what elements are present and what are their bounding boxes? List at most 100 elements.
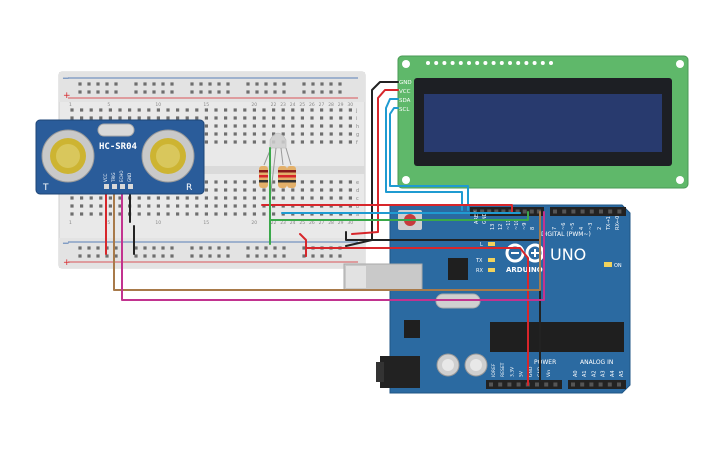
sensor-model: HC-SR04 [99, 142, 138, 152]
digital-pin-label: ~6 [561, 223, 567, 230]
sensor-pin-label: TRIG [111, 172, 116, 183]
digital-pin-label: ~10 [514, 219, 520, 230]
lcd-pin-label: SDA [399, 98, 411, 104]
digital-pin-label: 12 [498, 224, 504, 230]
rail-minus-top: − [62, 74, 70, 84]
digital-pin-label: ~11 [506, 219, 512, 230]
led-tx-label: TX [475, 258, 483, 264]
digital-pin-label: ~5 [570, 223, 576, 230]
wire-green-row [269, 211, 529, 221]
power-pin-label: IOREF [491, 363, 497, 377]
lcd-pin-label: VCC [399, 89, 411, 95]
row-letter: h [356, 124, 359, 130]
resistor-1 [259, 166, 268, 188]
col-number: 24 [290, 220, 296, 226]
wires [105, 81, 545, 386]
wire-lcd-scl [389, 107, 469, 211]
led-on-label: ON [614, 263, 622, 269]
resistor-3 [287, 166, 296, 188]
wire-magenta-echo [121, 197, 545, 301]
wire-black-ground [345, 231, 541, 383]
col-number: 27 [319, 220, 325, 226]
sensor-pin-label: GND [127, 173, 132, 182]
analog-label: ANALOG IN [580, 359, 613, 366]
digital-pin-label: 8 [530, 227, 536, 230]
wire-lcd-gnd [345, 81, 399, 247]
digital-pin-label: 4 [579, 227, 585, 230]
lcd-pin-label: GND [399, 80, 412, 86]
power-pin-label: RESET [500, 362, 506, 377]
sensor-pin-label: VCC [103, 173, 108, 182]
wire-red-row [261, 204, 513, 213]
wire-lcd-sda [385, 98, 463, 211]
digital-pin-label: TX→1 [606, 216, 612, 231]
col-number: 27 [319, 102, 325, 108]
col-number: 20 [251, 102, 257, 108]
row-letter: e [356, 180, 359, 186]
sensor-pin-label: ECHO [119, 171, 124, 182]
col-number: 23 [280, 102, 286, 108]
col-number: 20 [251, 220, 257, 226]
wire-brown-trig [113, 197, 541, 291]
led-rx-label: RX [476, 268, 483, 274]
row-letter: c [356, 196, 359, 202]
col-number: 25 [299, 102, 305, 108]
row-letter: b [356, 204, 359, 210]
col-number: 1 [69, 220, 72, 226]
col-number: 10 [155, 220, 161, 226]
col-number: 5 [107, 220, 110, 226]
digital-pin-label: 7 [552, 227, 558, 230]
analog-pin-label: A0 [573, 370, 579, 377]
col-number: 10 [155, 102, 161, 108]
power-pin-label: 3.3V [509, 366, 515, 377]
digital-pin-label: 13 [490, 224, 496, 230]
col-number: 5 [107, 102, 110, 108]
row-letter: g [356, 132, 359, 138]
col-number: 30 [347, 102, 353, 108]
power-pin-label: GND [528, 366, 534, 377]
power-label: POWER [534, 359, 556, 366]
rail-minus-bottom: − [62, 239, 70, 249]
col-number: 22 [271, 102, 277, 108]
resistor-2 [278, 166, 287, 188]
col-number: 29 [338, 102, 344, 108]
col-number: 29 [338, 220, 344, 226]
analog-pin-label: A4 [610, 370, 616, 377]
gnd-label: GND [482, 212, 488, 224]
row-letter: d [356, 188, 359, 194]
digital-pin-label: ~9 [522, 223, 528, 230]
rail-plus-bottom: + [63, 258, 71, 268]
col-number: 15 [203, 102, 209, 108]
analog-pin-label: A5 [619, 370, 625, 377]
col-number: 15 [203, 220, 209, 226]
row-letter: f [356, 140, 358, 146]
digital-label: DIGITAL (PWM~) [541, 231, 591, 238]
analog-pin-label: A1 [582, 370, 588, 377]
led-l-label: L [480, 242, 483, 248]
row-letter: a [356, 212, 359, 218]
col-number: 30 [347, 220, 353, 226]
digital-pin-label: ~3 [588, 223, 594, 230]
power-pin-label: 5V [519, 370, 525, 377]
col-number: 28 [328, 102, 334, 108]
col-number: 25 [299, 220, 305, 226]
sensor-r: R [186, 183, 192, 193]
analog-pin-label: A2 [591, 370, 597, 377]
col-number: 26 [309, 102, 315, 108]
digital-pin-label: RX←0 [615, 216, 621, 230]
col-number: 22 [271, 220, 277, 226]
digital-pin-label: 2 [597, 227, 603, 230]
lcd-pin-label: SCL [399, 107, 410, 113]
col-number: 24 [290, 102, 296, 108]
aref-label: AREF [474, 211, 480, 224]
wire-lcd-vcc [351, 89, 399, 235]
lcd-module: GND VCC SDA SCL [397, 55, 689, 189]
power-pin-label: Vin [546, 370, 552, 377]
col-number: 1 [69, 102, 72, 108]
arduino-brand: ARDUINO [506, 266, 543, 274]
analog-pin-label: A3 [601, 370, 607, 377]
row-letter: j [355, 108, 357, 114]
col-number: 26 [309, 220, 315, 226]
